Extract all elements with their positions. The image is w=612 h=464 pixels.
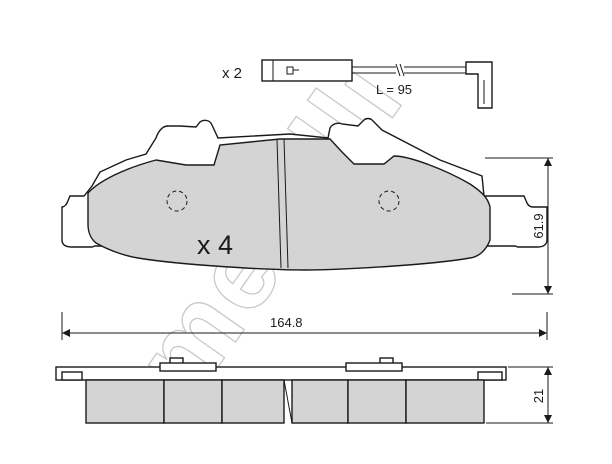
wear-groove [276, 138, 282, 269]
sensor-quantity-label: x 2 [222, 65, 242, 82]
sensor-length-label: L = 95 [376, 82, 412, 97]
friction-material [87, 138, 491, 271]
height-dimension [485, 157, 553, 295]
pad-quantity-label: x 4 [197, 230, 233, 260]
pad-face-view [61, 117, 548, 271]
side-friction-block [405, 379, 485, 424]
side-friction-block [347, 379, 407, 424]
width-dimension-label: 164.8 [270, 315, 303, 330]
locating-hole-left [166, 190, 188, 212]
width-dimension [61, 312, 548, 340]
locating-hole-right [378, 190, 400, 212]
side-friction-block [163, 379, 223, 424]
side-friction-block [221, 379, 285, 424]
pad-side-view [55, 357, 507, 424]
thickness-dimension [486, 366, 553, 424]
sensor-body [261, 59, 353, 82]
side-friction-block [85, 379, 165, 424]
thickness-dimension-label: 21 [531, 389, 546, 403]
wear-sensor [261, 59, 493, 109]
side-backing-plate [55, 366, 507, 381]
sensor-clip [465, 61, 493, 109]
height-dimension-label: 61.9 [531, 213, 546, 238]
side-friction-block [291, 379, 349, 424]
